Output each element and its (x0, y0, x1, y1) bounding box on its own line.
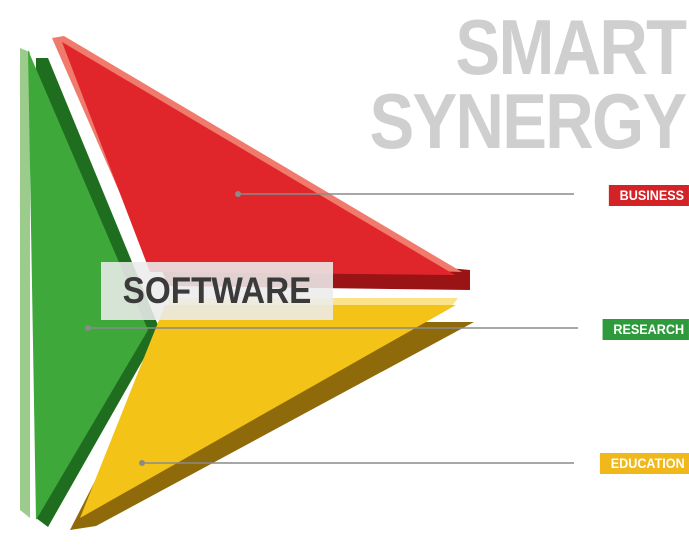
software-label: SOFTWARE (122, 270, 312, 311)
education-connector-dot (139, 460, 145, 466)
education-tag: EDUCATION (599, 453, 689, 474)
research-tag: RESEARCH (602, 319, 689, 340)
business-tag: BUSINESS (609, 185, 689, 206)
software-label-box: SOFTWARE (101, 262, 333, 320)
red-shape (62, 42, 455, 275)
green-shape-highlight (20, 48, 30, 518)
title-line-2: SYNERGY (369, 77, 687, 165)
title-line-1: SMART (455, 3, 687, 91)
business-connector-dot (235, 191, 241, 197)
green-shape (28, 50, 148, 520)
yellow-shape (80, 305, 456, 518)
research-connector-dot (85, 325, 91, 331)
